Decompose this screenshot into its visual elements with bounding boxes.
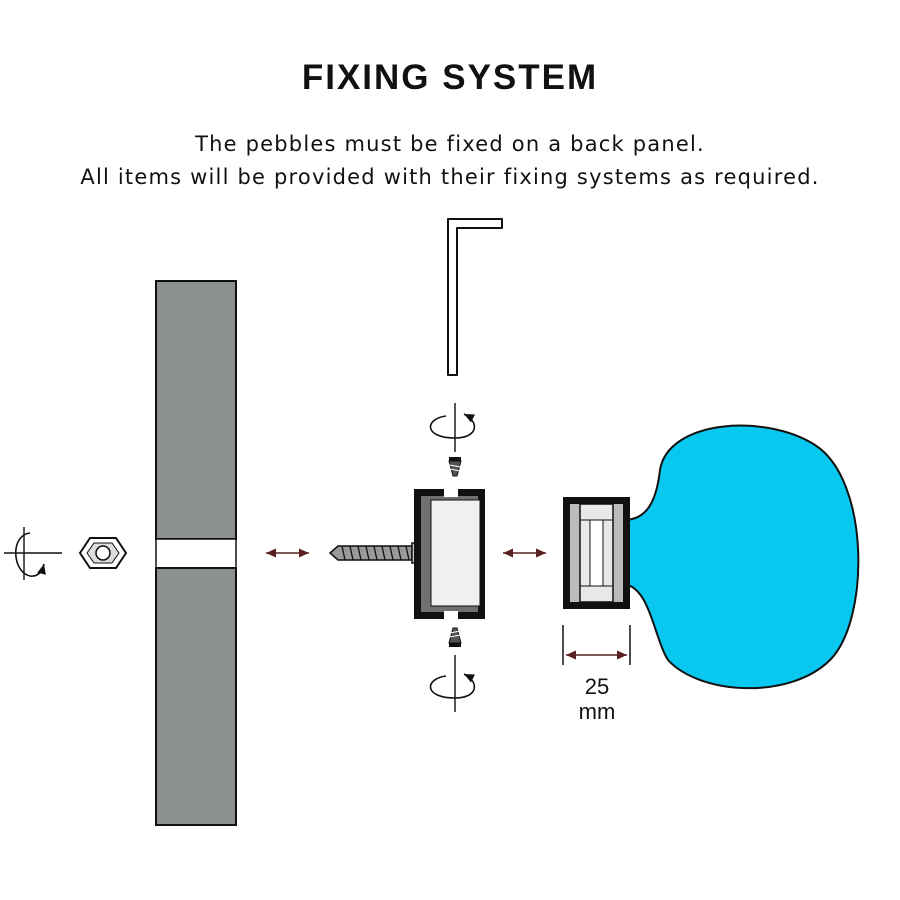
- screw-icon: [448, 627, 462, 647]
- rotate-arrow-icon: [4, 527, 62, 580]
- subtitle-line-1: The pebbles must be fixed on a back pane…: [195, 132, 705, 156]
- dimension-unit: mm: [579, 699, 616, 724]
- rotate-arrow-icon: [429, 403, 476, 452]
- allen-key-icon: [447, 218, 503, 376]
- page-title: FIXING SYSTEM: [301, 58, 599, 97]
- dimension-marker: 25 mm: [562, 625, 631, 724]
- pebble: [626, 424, 860, 690]
- subtitle: The pebbles must be fixed on a back pane…: [0, 128, 900, 194]
- dimension-value: 25: [585, 674, 609, 699]
- wall-bracket: [414, 489, 485, 619]
- screw-icon: [448, 457, 462, 477]
- hex-nut-icon: [78, 537, 128, 569]
- rotate-arrow-icon: [429, 655, 476, 712]
- lag-screw-icon: [328, 542, 429, 564]
- pebble-holder: [563, 497, 630, 609]
- subtitle-line-2: All items will be provided with their fi…: [80, 165, 820, 189]
- back-panel: [155, 280, 237, 826]
